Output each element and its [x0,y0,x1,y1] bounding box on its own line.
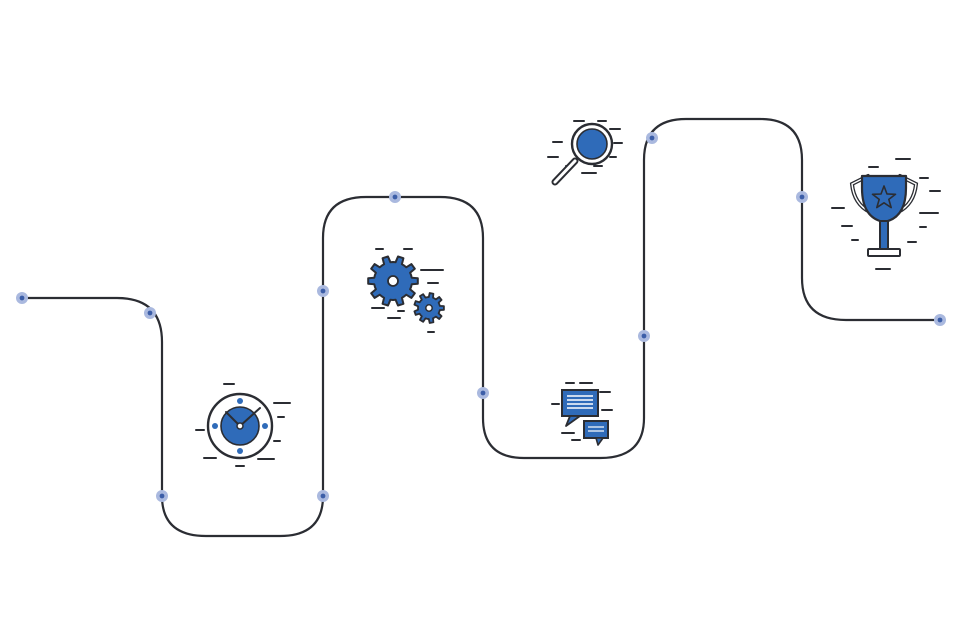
path-node [144,307,156,319]
gears-icon [367,248,445,333]
path-node [646,132,658,144]
path-node [934,314,946,326]
path-node [638,330,650,342]
path-node [389,191,401,203]
path-node [156,490,168,502]
path-node [477,387,489,399]
path-node [796,191,808,203]
path-node [16,292,28,304]
path-node [317,285,329,297]
path-nodes [16,132,946,502]
clock-icon [195,383,291,467]
chat-bubbles-icon [551,382,613,446]
path-node [317,490,329,502]
roadmap-path [22,117,940,538]
magnifier-icon [547,120,623,186]
trophy-icon [831,158,941,270]
